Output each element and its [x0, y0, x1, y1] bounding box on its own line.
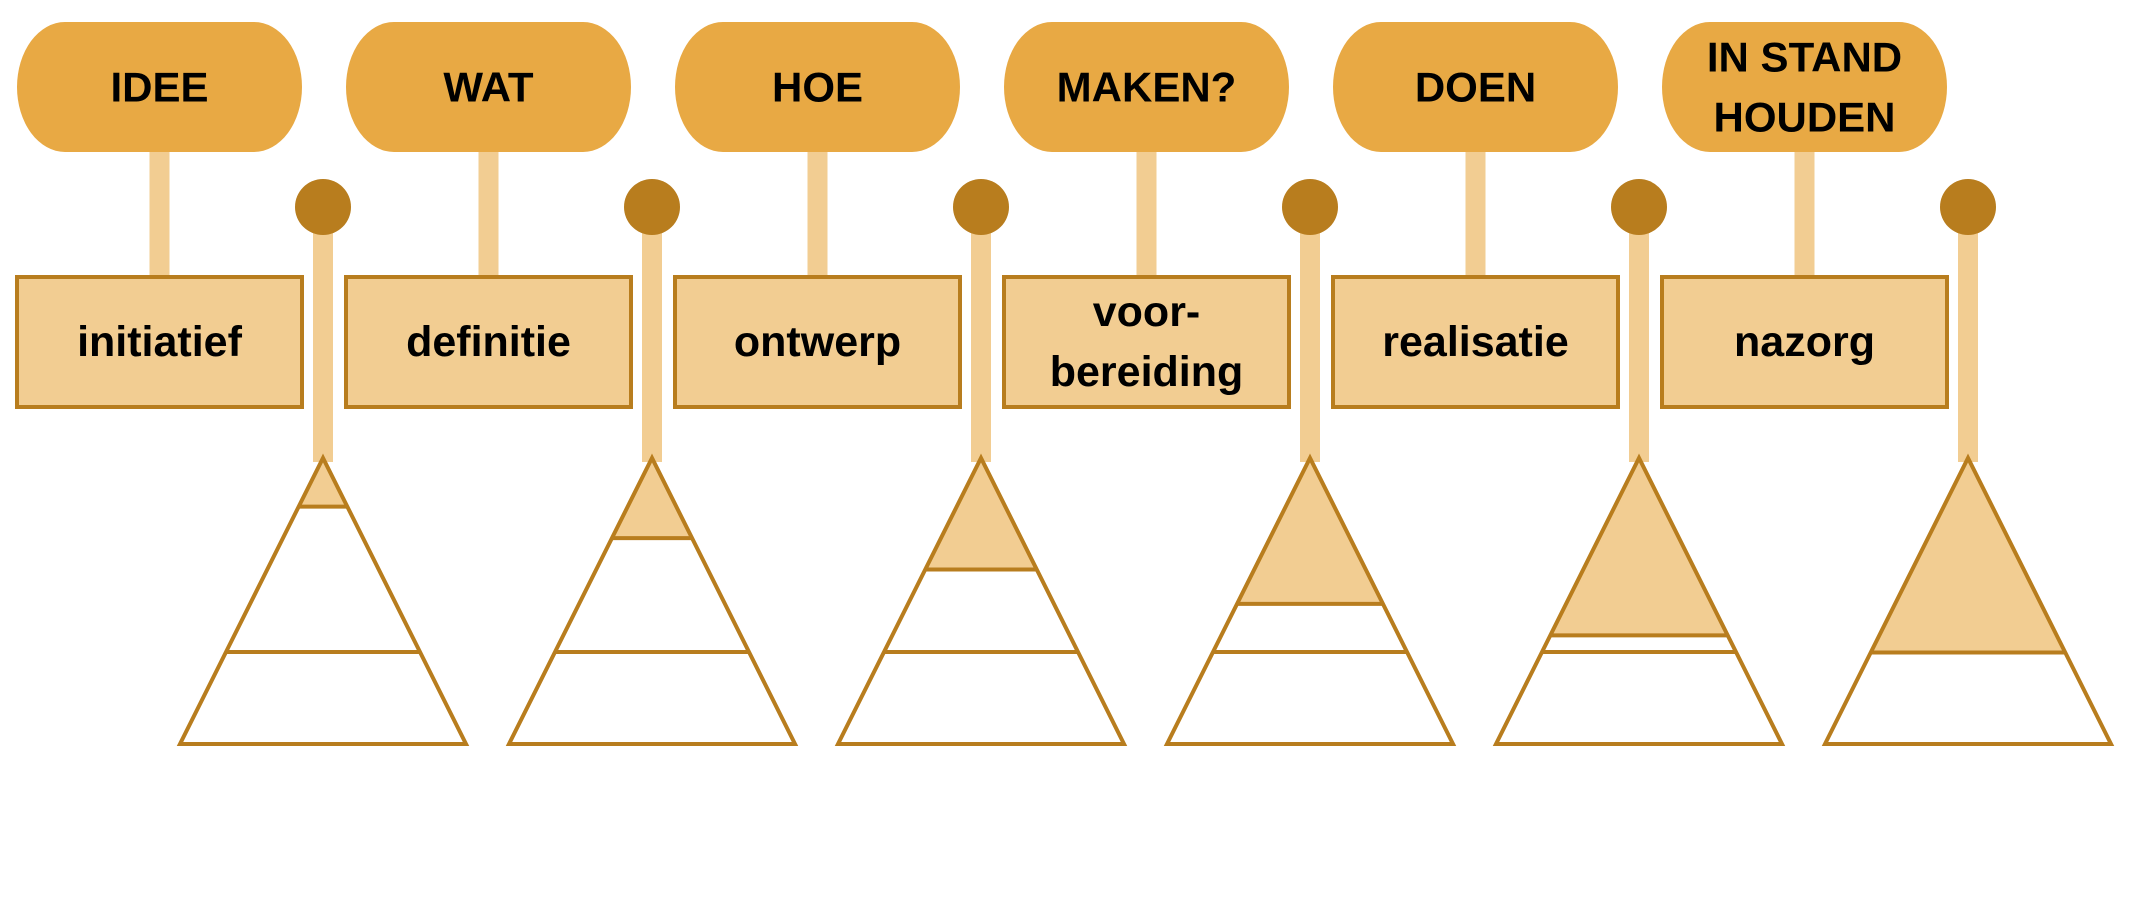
pin-stem — [1958, 207, 1978, 462]
phase-stage-label: realisatie — [1382, 318, 1568, 366]
pill-connector-stem — [807, 147, 828, 282]
pill-connector-stem — [149, 147, 170, 282]
progress-triangle — [834, 453, 1128, 746]
phase-stage-label: initiatief — [77, 318, 243, 366]
phase-stage-label: nazorg — [1734, 318, 1875, 366]
pill-connector-stem — [478, 147, 499, 282]
triangle-filled-part — [925, 458, 1037, 570]
phase-question-pill — [1333, 22, 1618, 152]
phase-question-pill — [1004, 22, 1289, 152]
phase-stage-box — [1331, 275, 1620, 409]
triangle-filled-part — [298, 458, 348, 507]
pin-head — [1611, 179, 1667, 235]
pin-head — [1282, 179, 1338, 235]
phase-stage-label: definitie — [406, 318, 571, 366]
phase-question-pill — [17, 22, 302, 152]
phase-stage-label: ontwerp — [734, 318, 901, 366]
phase-question-pill — [1662, 22, 1947, 152]
phase-question-pill — [675, 22, 960, 152]
phase-question-label: DOEN — [1415, 64, 1536, 111]
pin-stem — [971, 207, 991, 462]
pill-connector-stem — [1136, 147, 1157, 282]
triangle-filled-part — [611, 458, 693, 539]
phase-question-label: WAT — [443, 64, 534, 111]
triangle-filled-part — [1870, 458, 2066, 653]
pin-head — [295, 179, 351, 235]
progress-triangle — [1821, 453, 2115, 746]
phase-stage-box — [1660, 275, 1949, 409]
pin-head — [1940, 179, 1996, 235]
phase-stage-box — [1002, 275, 1291, 409]
pill-connector-stem — [1465, 147, 1486, 282]
pin-stem — [313, 207, 333, 462]
progress-triangle — [505, 453, 799, 746]
progress-triangle — [176, 453, 470, 746]
pin-head — [624, 179, 680, 235]
pin-stem — [642, 207, 662, 462]
progress-triangle — [1492, 453, 1786, 746]
phase-stage-label: bereiding — [1050, 348, 1244, 396]
pin-head — [953, 179, 1009, 235]
phase-question-label: HOE — [772, 64, 863, 111]
triangle-filled-part — [1237, 458, 1383, 604]
phase-stage-box — [673, 275, 962, 409]
phase-stage-label: voor- — [1093, 288, 1201, 336]
phase-stage-box — [344, 275, 633, 409]
phase-question-label: IDEE — [110, 64, 208, 111]
phase-stage-box — [15, 275, 304, 409]
phase-question-pill — [346, 22, 631, 152]
phase-question-label: IN STAND — [1707, 34, 1902, 81]
phase-question-label: MAKEN? — [1057, 64, 1237, 111]
pill-connector-stem — [1794, 147, 1815, 282]
phase-question-label: HOUDEN — [1713, 94, 1895, 141]
pin-stem — [1629, 207, 1649, 462]
triangle-filled-part — [1550, 458, 1728, 636]
progress-triangle — [1163, 453, 1457, 746]
pin-stem — [1300, 207, 1320, 462]
